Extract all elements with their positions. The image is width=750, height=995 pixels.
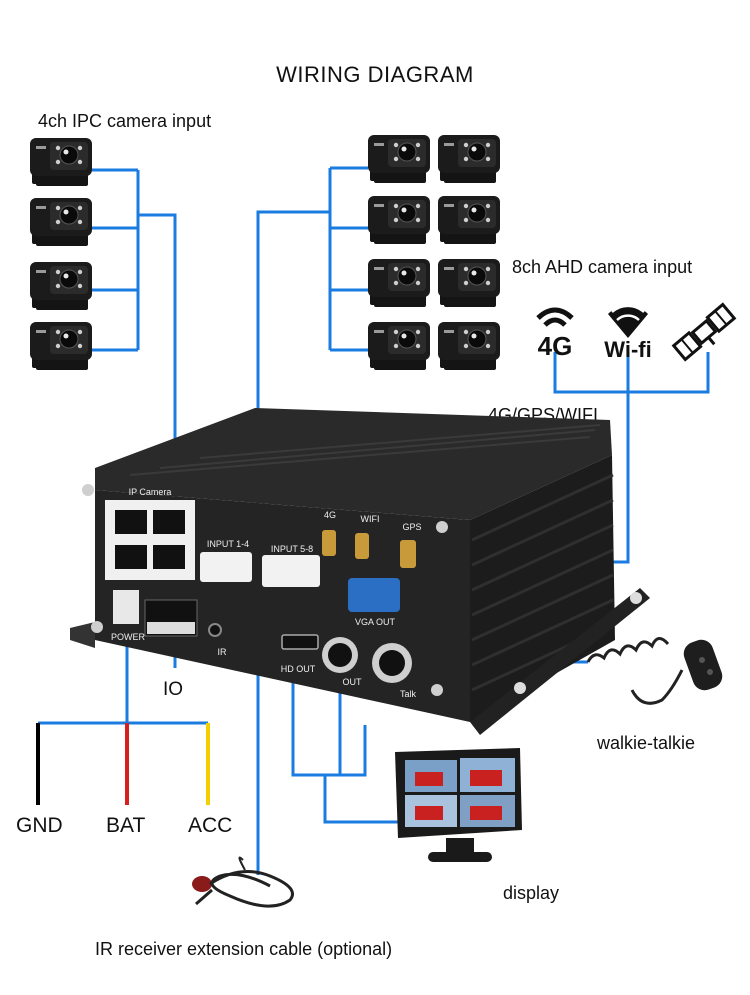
- ipc-camera: [29, 321, 93, 371]
- diagram-title: WIRING DIAGRAM: [276, 62, 474, 87]
- vga-out-label: VGA OUT: [355, 617, 396, 627]
- ipc-camera: [29, 137, 93, 187]
- ahd-wire-bus: [328, 166, 368, 352]
- talk-label: Talk: [400, 689, 417, 699]
- ir-port-label: IR: [218, 647, 228, 657]
- wifi-label: Wi-fi: [604, 337, 651, 362]
- ip-camera-port-label: IP Camera: [129, 487, 172, 497]
- ipc-camera: [29, 261, 93, 311]
- ahd-camera: [437, 195, 501, 245]
- io-label: IO: [163, 679, 183, 700]
- ahd-input-label: 8ch AHD camera input: [512, 257, 692, 277]
- walkie-talkie-icon: [586, 637, 723, 705]
- mdvr-device: IP Camera INPUT 1-4 INPUT 5-8 4G WIFI GP…: [70, 408, 650, 735]
- hd-out-label: HD OUT: [281, 664, 316, 674]
- ahd-camera: [437, 321, 501, 371]
- bat-label: BAT: [106, 814, 145, 837]
- satellite-icon: [671, 302, 737, 362]
- ir-cable-icon: [192, 856, 294, 908]
- acc-label: ACC: [188, 814, 232, 837]
- ipc-cameras: [29, 137, 93, 371]
- ipc-camera: [29, 197, 93, 247]
- ahd-camera: [437, 134, 501, 184]
- input-1-4-label: INPUT 1-4: [207, 539, 249, 549]
- ahd-camera: [437, 258, 501, 308]
- gnd-label: GND: [16, 814, 63, 837]
- ipc-input-label: 4ch IPC camera input: [38, 111, 211, 131]
- ahd-camera: [367, 258, 431, 308]
- fourg-label: 4G: [538, 331, 573, 361]
- ahd-cameras: [367, 134, 501, 371]
- ipc-wire-trunk: [138, 213, 177, 520]
- input-5-8-label: INPUT 5-8: [271, 544, 313, 554]
- fourg-icon: 4G: [536, 307, 574, 361]
- walkie-talkie-label: walkie-talkie: [596, 733, 695, 753]
- antenna-gps-label: GPS: [402, 522, 421, 532]
- display-label: display: [503, 883, 559, 903]
- out-label: OUT: [343, 677, 363, 687]
- ahd-camera: [367, 134, 431, 184]
- ahd-camera: [367, 195, 431, 245]
- power-wires: [36, 721, 210, 805]
- ahd-camera: [367, 321, 431, 371]
- antenna-wifi-label: WIFI: [361, 514, 380, 524]
- ipc-wire-bus: [92, 168, 140, 352]
- ir-cable-label: IR receiver extension cable (optional): [95, 939, 392, 959]
- power-port-label: POWER: [111, 632, 146, 642]
- wifi-icon: Wi-fi: [604, 304, 652, 362]
- antenna-4g-label: 4G: [324, 510, 336, 520]
- display-monitor: [395, 748, 522, 862]
